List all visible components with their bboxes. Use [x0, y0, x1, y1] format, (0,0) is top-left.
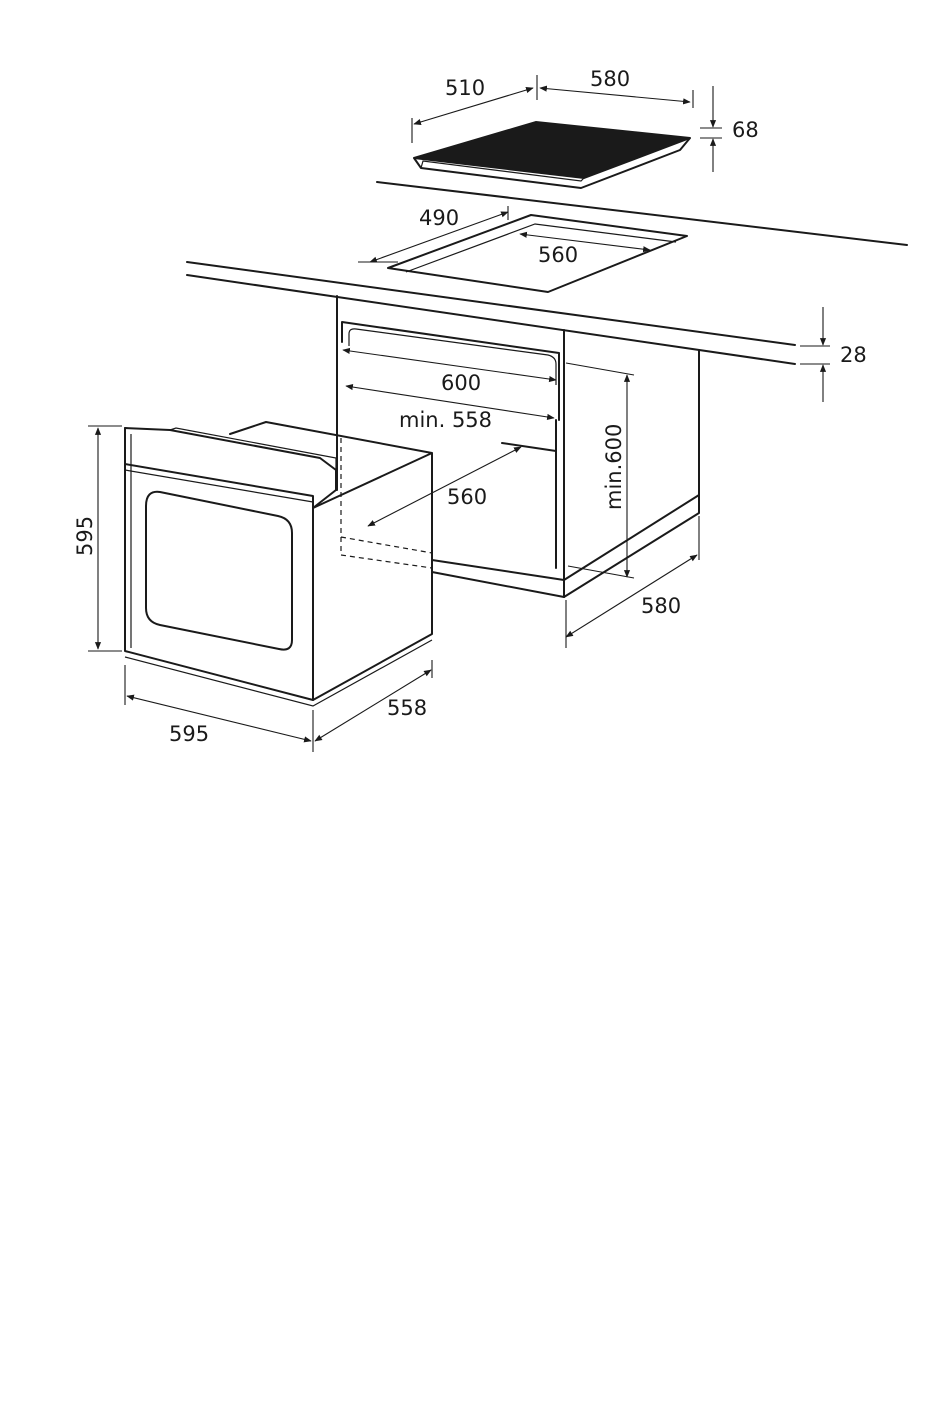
hob — [414, 122, 690, 188]
niche-width-label: 600 — [441, 371, 481, 395]
oven-side — [230, 422, 432, 700]
oven — [125, 422, 432, 706]
oven-height-label: 595 — [73, 516, 97, 556]
cabinet-depth-label: 580 — [641, 594, 681, 618]
oven-dimensions — [88, 426, 432, 752]
cutout-dimensions — [358, 206, 830, 402]
hob-height-label: 68 — [732, 118, 759, 142]
oven-door-window — [146, 492, 292, 650]
cutout-depth-label: 490 — [419, 206, 459, 230]
oven-control-panel — [125, 428, 336, 508]
niche-depth-label: 560 — [447, 485, 487, 509]
oven-width-label: 595 — [169, 722, 209, 746]
worktop-thickness-label: 28 — [840, 343, 867, 367]
worktop-front-bottom-edge — [187, 275, 795, 364]
hob-width-label: 580 — [590, 67, 630, 91]
hob-depth-label: 510 — [445, 76, 485, 100]
oven-depth-label: 558 — [387, 696, 427, 720]
worktop — [187, 182, 907, 364]
niche-min-width-label: min. 558 — [399, 408, 492, 432]
hob-glass-top — [414, 122, 690, 178]
worktop-front-top-edge — [187, 262, 795, 345]
cutout-width-label: 560 — [538, 243, 578, 267]
niche-min-height-label: min.600 — [602, 424, 626, 510]
